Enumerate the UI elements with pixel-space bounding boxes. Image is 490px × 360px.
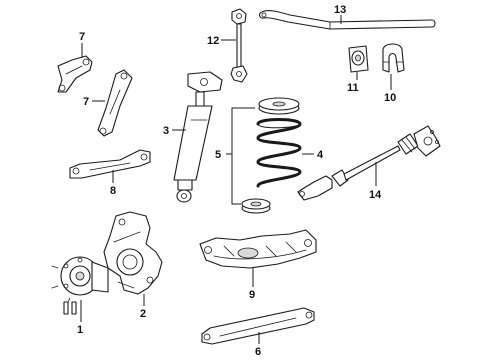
callout-5: 5 xyxy=(215,107,255,205)
callout-6: 6 xyxy=(255,332,261,358)
svg-text:12: 12 xyxy=(207,35,219,47)
svg-text:5: 5 xyxy=(215,149,221,161)
wheel-hub-bearing xyxy=(51,256,109,315)
svg-text:3: 3 xyxy=(163,125,169,137)
svg-text:7: 7 xyxy=(79,31,85,43)
svg-text:4: 4 xyxy=(317,149,324,161)
upper-control-arm-front xyxy=(57,55,93,93)
stabilizer-link xyxy=(230,8,248,83)
svg-text:10: 10 xyxy=(384,92,396,104)
svg-text:11: 11 xyxy=(347,82,359,94)
coil-spring xyxy=(256,118,302,188)
svg-text:6: 6 xyxy=(255,346,261,358)
svg-text:8: 8 xyxy=(110,185,116,197)
stabilizer-bracket xyxy=(382,43,405,73)
svg-text:9: 9 xyxy=(249,289,255,301)
stabilizer-bushing xyxy=(348,45,369,73)
spring-lower-insulator xyxy=(241,198,271,214)
lower-control-arm xyxy=(199,229,317,269)
stabilizer-bar xyxy=(259,10,436,30)
svg-text:14: 14 xyxy=(369,189,382,201)
upper-control-arm-rear xyxy=(97,69,133,137)
callout-11: 11 xyxy=(347,72,359,94)
callout-8: 8 xyxy=(110,170,116,197)
callout-3: 3 xyxy=(163,125,186,137)
callout-13: 13 xyxy=(334,4,346,24)
svg-text:13: 13 xyxy=(334,4,346,16)
svg-text:7: 7 xyxy=(83,96,89,108)
spring-upper-insulator xyxy=(258,97,300,115)
callout-9: 9 xyxy=(249,268,255,301)
toe-link xyxy=(69,149,151,179)
callout-2: 2 xyxy=(140,294,146,320)
knuckle xyxy=(103,211,163,295)
callout-1: 1 xyxy=(77,300,83,336)
lower-trailing-link xyxy=(201,307,315,345)
svg-text:2: 2 xyxy=(140,308,146,320)
callout-10: 10 xyxy=(384,74,396,104)
drive-axle-shaft xyxy=(297,125,441,201)
callout-12: 12 xyxy=(207,35,236,47)
shock-absorber xyxy=(173,71,223,203)
callout-14: 14 xyxy=(369,162,382,201)
callout-7a: 7 xyxy=(79,31,85,58)
callout-4: 4 xyxy=(302,149,324,161)
svg-text:1: 1 xyxy=(77,324,83,336)
callout-7b: 7 xyxy=(83,96,105,108)
